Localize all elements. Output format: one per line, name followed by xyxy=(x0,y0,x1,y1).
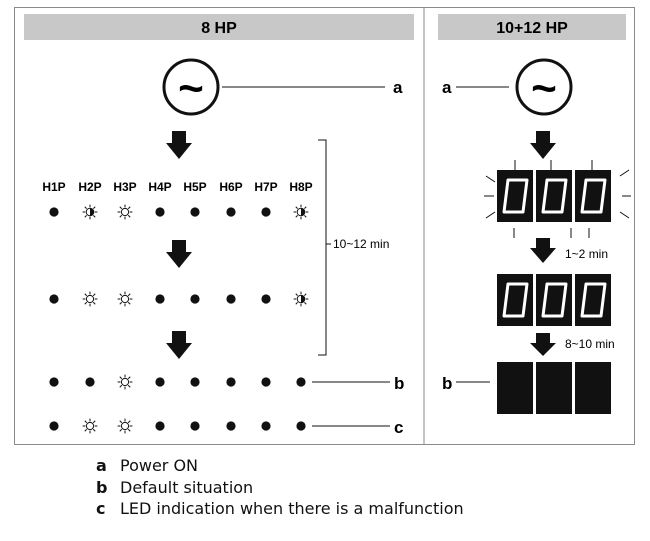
led-off-icon xyxy=(82,291,98,307)
led-on-icon xyxy=(190,377,200,387)
display-blinking xyxy=(484,160,631,238)
arrow-down-right-1 xyxy=(530,131,556,159)
power-on-symbol-left xyxy=(162,58,220,116)
digit-1 xyxy=(497,170,533,222)
led-on-icon xyxy=(49,294,59,304)
led-on-icon xyxy=(155,207,165,217)
power-on-symbol-right xyxy=(515,58,573,116)
digit-2 xyxy=(536,362,572,414)
callout-b-right: b xyxy=(442,374,452,393)
led-off-icon xyxy=(117,204,133,220)
blink-rays xyxy=(484,160,631,238)
led-on-icon xyxy=(226,421,236,431)
digit-3-segments xyxy=(580,178,607,214)
digit-3 xyxy=(575,170,611,222)
legend-key: b xyxy=(96,477,108,497)
led-label-row: H1P H2P H3P H4P H5P H6P H7P H8P xyxy=(42,180,312,194)
led-label-h3p: H3P xyxy=(113,180,136,194)
digit-3 xyxy=(575,362,611,414)
led-label-h7p: H7P xyxy=(254,180,277,194)
led-label-h4p: H4P xyxy=(148,180,171,194)
led-on-icon xyxy=(226,377,236,387)
led-on-icon xyxy=(226,207,236,217)
display-blank xyxy=(497,362,611,414)
legend-key: c xyxy=(96,499,106,518)
duration-step2-label: 8~10 min xyxy=(565,337,615,351)
led-off-icon xyxy=(82,418,98,434)
led-on-icon xyxy=(85,377,95,387)
power-tilde-right: ~ xyxy=(531,64,557,113)
led-blink-icon xyxy=(293,291,309,307)
duration-total-label: 10~12 min xyxy=(333,237,389,251)
digit-2-segments xyxy=(541,178,568,214)
digit-1 xyxy=(497,274,533,326)
power-tilde-left: ~ xyxy=(178,64,204,113)
digit-3 xyxy=(575,274,611,326)
led-on-icon xyxy=(49,207,59,217)
led-on-icon xyxy=(155,294,165,304)
digit-1 xyxy=(497,362,533,414)
led-on-icon xyxy=(226,294,236,304)
digit-1-segments xyxy=(502,282,529,318)
left-panel-title: 8 HP xyxy=(201,20,237,37)
led-blink-icon xyxy=(293,204,309,220)
duration-step1-label: 1~2 min xyxy=(565,247,608,261)
display-steady xyxy=(497,274,611,326)
led-label-h5p: H5P xyxy=(183,180,206,194)
arrow-down-2 xyxy=(166,240,192,268)
diagram: 8 HP 10+12 HP ~ a H1P H2P H3P H4P H5P H6… xyxy=(14,7,635,445)
legend-item-c: c LED indication when there is a malfunc… xyxy=(96,498,636,520)
legend-text: LED indication when there is a malfuncti… xyxy=(120,499,464,518)
callout-c: c xyxy=(394,418,403,437)
digit-2-segments xyxy=(541,282,568,318)
digit-1-segments xyxy=(502,178,529,214)
led-on-icon xyxy=(190,207,200,217)
led-on-icon xyxy=(190,294,200,304)
arrow-down-right-2 xyxy=(530,238,556,263)
led-on-icon xyxy=(49,421,59,431)
led-off-icon xyxy=(117,291,133,307)
arrow-down-right-3 xyxy=(530,333,556,356)
led-blink-icon xyxy=(82,204,98,220)
callout-a-left: a xyxy=(393,78,403,97)
legend-key: a xyxy=(96,456,107,475)
led-label-h8p: H8P xyxy=(289,180,312,194)
diagram-frame xyxy=(14,7,635,445)
led-on-icon xyxy=(190,421,200,431)
led-label-h6p: H6P xyxy=(219,180,242,194)
legend-item-a: a Power ON xyxy=(96,455,636,477)
left-header-bar xyxy=(24,14,414,40)
led-on-icon xyxy=(261,377,271,387)
led-off-icon xyxy=(117,374,133,390)
led-on-icon xyxy=(261,207,271,217)
led-on-icon xyxy=(155,377,165,387)
callout-b-left: b xyxy=(394,374,404,393)
legend-text: Power ON xyxy=(120,456,199,475)
led-on-icon xyxy=(296,377,306,387)
arrow-down-1 xyxy=(166,131,192,159)
led-on-icon xyxy=(261,294,271,304)
digit-2 xyxy=(536,170,572,222)
arrow-down-3 xyxy=(166,331,192,359)
legend-text: Default situation xyxy=(120,477,254,497)
led-on-icon xyxy=(296,421,306,431)
led-on-icon xyxy=(261,421,271,431)
led-label-h2p: H2P xyxy=(78,180,101,194)
right-header-bar xyxy=(438,14,626,40)
legend: a Power ON b Default situation c LED ind… xyxy=(96,455,636,520)
led-label-h1p: H1P xyxy=(42,180,65,194)
digit-3-segments xyxy=(580,282,607,318)
callout-a-right: a xyxy=(442,78,452,97)
digit-2 xyxy=(536,274,572,326)
led-on-icon xyxy=(49,377,59,387)
led-off-icon xyxy=(117,418,133,434)
led-grid xyxy=(49,204,309,434)
duration-bracket xyxy=(318,139,327,356)
led-on-icon xyxy=(155,421,165,431)
legend-item-b: b Default situation xyxy=(96,477,636,499)
right-panel-title: 10+12 HP xyxy=(496,20,568,37)
